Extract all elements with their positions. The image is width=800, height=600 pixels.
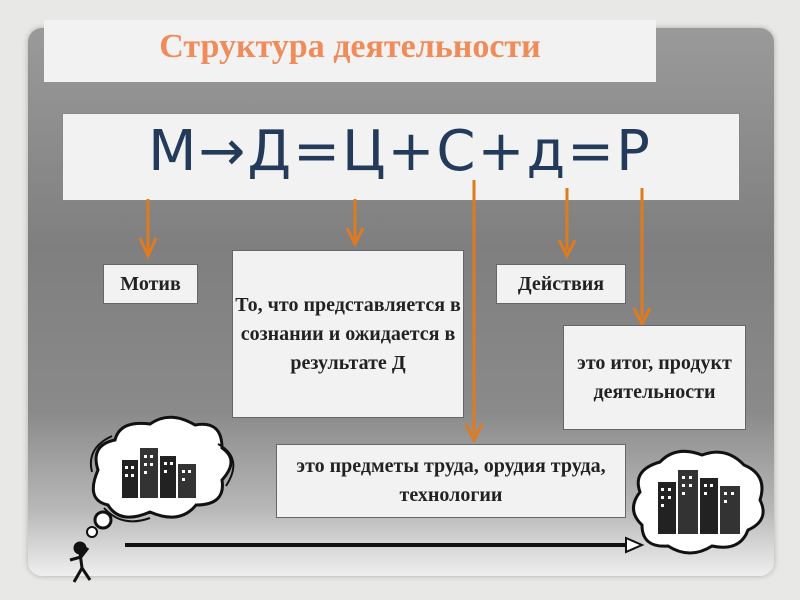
goal-box: То, что представляется в сознании и ожид…: [232, 250, 464, 418]
actions-box: Действия: [496, 264, 626, 304]
result-box: это итог, продукт деятельности: [563, 325, 746, 430]
formula-box: [62, 113, 740, 201]
means-box: это предметы труда, орудия труда, технол…: [276, 444, 626, 518]
progress-arrow-head: [625, 536, 645, 554]
city-cloud-icon: [632, 449, 765, 555]
arrow-head-result: [632, 307, 652, 328]
arrow-head-means: [464, 423, 484, 444]
stick-figure-icon: [69, 541, 92, 583]
arrow-head-motive: [138, 237, 158, 260]
thought-cloud-icon: [86, 415, 235, 538]
title-bar: [44, 20, 656, 82]
motive-box: Мотив: [103, 264, 198, 304]
arrow-head-actions: [557, 239, 577, 260]
formula-text: М→Д=Ц+С+д=Р: [148, 119, 652, 184]
page-title: Структура деятельности: [159, 28, 541, 65]
arrow-head-goal: [345, 227, 365, 248]
